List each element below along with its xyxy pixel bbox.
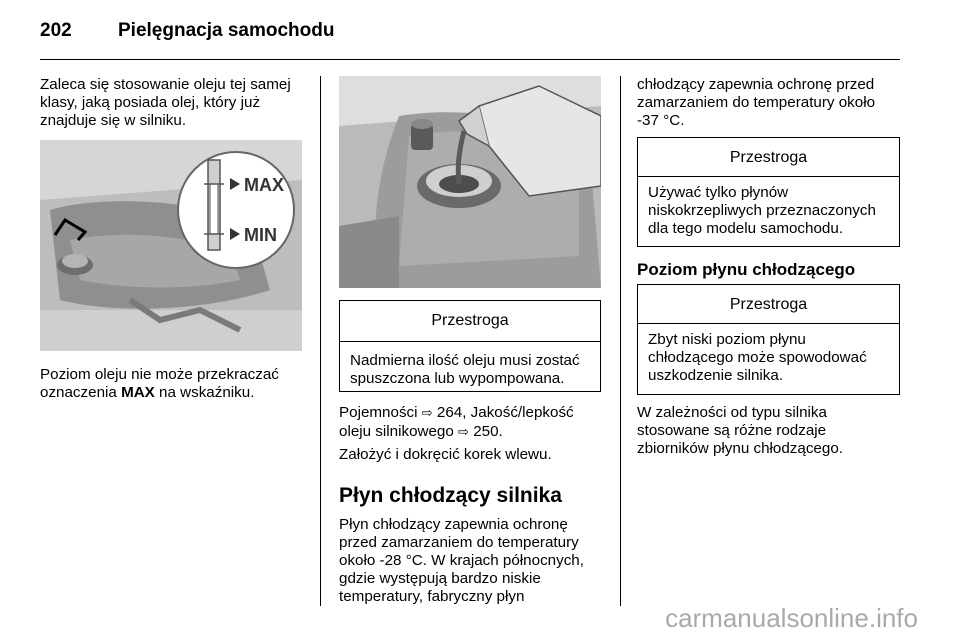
reference-arrow-icon: ⇨ bbox=[421, 406, 433, 421]
min-marker-label: MIN bbox=[244, 225, 277, 245]
warning-text: Zbyt niski poziom płynu chłodzącego może… bbox=[648, 331, 867, 384]
max-emphasis: MAX bbox=[121, 384, 155, 401]
column-divider-1 bbox=[320, 76, 321, 606]
warning-text: Używać tylko płynów niskokrzepliwych prz… bbox=[648, 184, 876, 237]
watermark: carmanualsonline.info bbox=[665, 603, 918, 633]
subheading-coolant-level: Poziom płynu chłodzącego bbox=[637, 260, 856, 279]
max-marker-label: MAX bbox=[244, 175, 284, 195]
intro-paragraph: Zaleca się stosowanie oleju tej samej kl… bbox=[40, 76, 291, 129]
capacity-paragraph: Pojemności ⇨ 264, Jakość/lepkość oleju s… bbox=[339, 404, 574, 440]
page-title: Pielęgnacja samochodu bbox=[118, 20, 335, 41]
warning-title: Przestroga bbox=[638, 138, 899, 177]
reservoir-paragraph: W zależności od typu silnika stosowane s… bbox=[637, 404, 843, 457]
header-rule bbox=[40, 59, 900, 60]
oil-dipstick-figure: MAX MIN bbox=[40, 140, 302, 351]
coolant-continued-paragraph: chłodzący zapewnia ochronę przed zamarza… bbox=[637, 76, 876, 129]
warning-box-excess-oil: Przestroga Nadmierna ilość oleju musi zo… bbox=[339, 300, 601, 392]
coolant-paragraph: Płyn chłodzący zapewnia ochronę przed za… bbox=[339, 516, 584, 605]
page-header: 202 Pielęgnacja samochodu bbox=[40, 0, 900, 60]
page-reference-link[interactable]: 264 bbox=[436, 404, 463, 421]
warning-text: Nadmierna ilość oleju musi zostać spuszc… bbox=[350, 352, 580, 387]
warning-title: Przestroga bbox=[340, 301, 600, 342]
instruction-paragraph: Założyć i dokręcić korek wlewu. bbox=[339, 446, 552, 463]
figure-caption: Poziom oleju nie może przekraczać oznacz… bbox=[40, 366, 279, 401]
column-divider-2 bbox=[620, 76, 621, 606]
reference-arrow-icon: ⇨ bbox=[458, 425, 469, 440]
oil-filling-illustration bbox=[339, 76, 601, 288]
page-reference-link[interactable]: 250 bbox=[473, 423, 499, 440]
section-heading-coolant: Płyn chłodzący silnika bbox=[339, 484, 562, 507]
warning-box-coolant-level: Przestroga Zbyt niski poziom płynu chłod… bbox=[637, 284, 900, 395]
warning-box-coolant-type: Przestroga Używać tylko płynów niskokrze… bbox=[637, 137, 900, 247]
engine-bay-illustration: MAX MIN bbox=[40, 140, 302, 351]
warning-title: Przestroga bbox=[638, 285, 899, 324]
page-number: 202 bbox=[40, 20, 72, 41]
column-1: Zaleca się stosowanie oleju tej samej kl… bbox=[40, 76, 305, 130]
oil-filling-figure bbox=[339, 76, 601, 288]
